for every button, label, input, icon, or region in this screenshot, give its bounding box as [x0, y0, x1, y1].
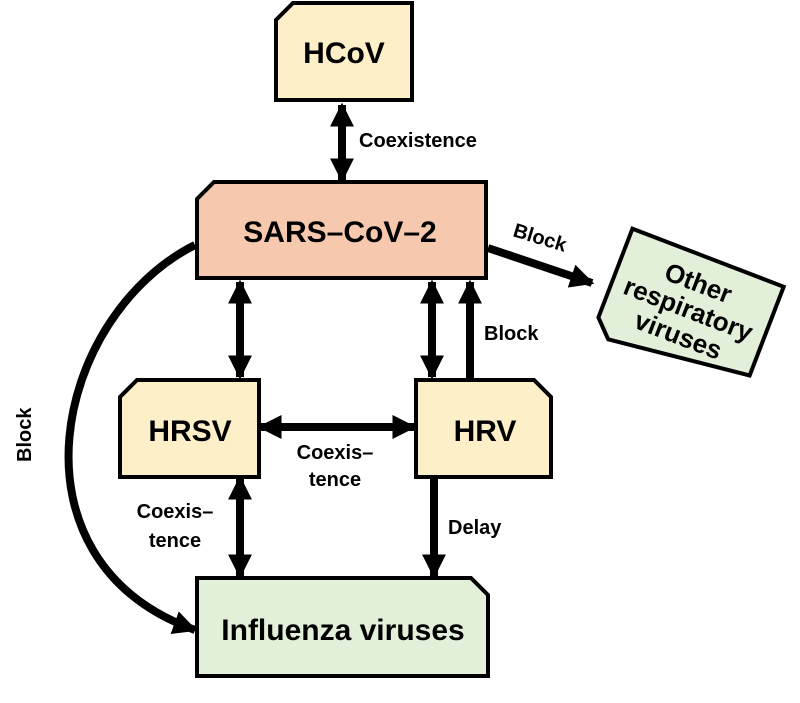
sars-other-arrow [486, 244, 595, 288]
label-hcov-sars: Coexistence [359, 130, 477, 152]
node-influenza: Influenza viruses [195, 576, 490, 678]
node-sars-cov-2: SARS–CoV–2 [195, 180, 488, 280]
sars-influenza-curve-arrow [64, 241, 198, 634]
node-influenza-label: Influenza viruses [221, 614, 464, 647]
label-hrsv-influenza-line-1: Coexis– [137, 501, 214, 523]
label-sars-other: Block [511, 220, 570, 257]
label-hrv-influenza: Delay [448, 517, 502, 539]
node-hrv-label: HRV [454, 415, 517, 448]
node-hrv: HRV [414, 378, 553, 479]
node-hrsv: HRSV [118, 378, 261, 479]
label-hrv-sars: Block [484, 323, 539, 345]
node-hcov-label: HCoV [303, 37, 385, 70]
node-other-viruses: Other respiratory viruses [596, 226, 787, 378]
node-hrsv-label: HRSV [148, 415, 231, 448]
label-hrsv-influenza-line-2: tence [149, 530, 201, 552]
node-sars-cov-2-label: SARS–CoV–2 [243, 216, 436, 249]
label-sars-influenza: Block [14, 407, 36, 462]
label-hrsv-hrv-line-1: Coexis– [297, 442, 374, 464]
node-hcov: HCoV [274, 1, 414, 102]
label-hrsv-hrv-line-2: tence [309, 469, 361, 491]
